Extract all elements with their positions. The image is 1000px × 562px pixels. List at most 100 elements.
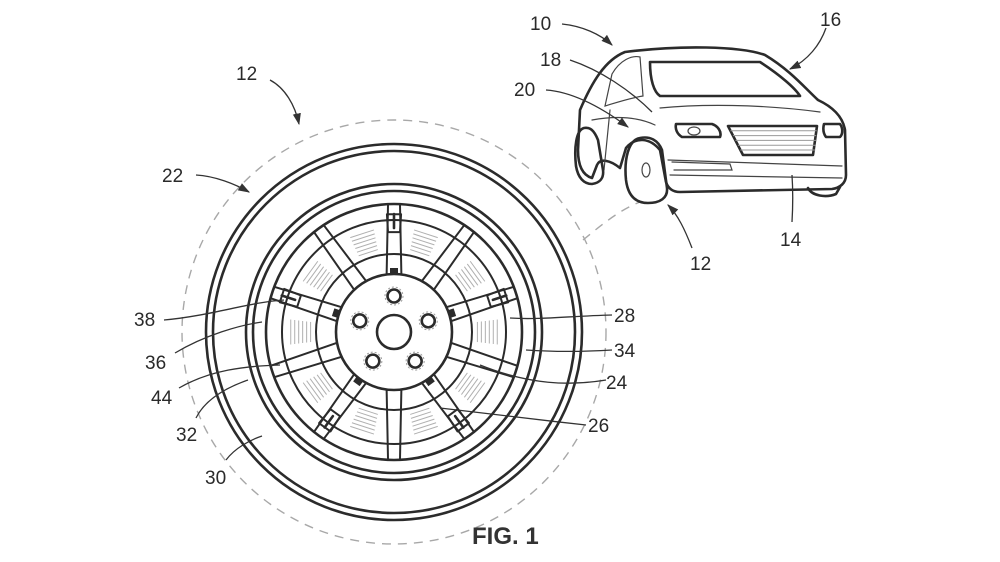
tire-outer-ring-2 [211, 149, 577, 515]
hatch-line [351, 422, 375, 431]
hatch-line [316, 271, 330, 290]
hatch-line [458, 271, 472, 290]
rim-barrel-ring [264, 202, 524, 462]
front-left-wheel [624, 136, 669, 205]
insert-tab [280, 294, 297, 302]
hatch-line [356, 245, 378, 253]
hatch-line [313, 376, 327, 395]
hatch-line [410, 245, 432, 253]
lug-hole [386, 288, 402, 304]
spoke-edge [313, 231, 356, 291]
label-body: 18 [540, 50, 561, 71]
label-lug-hole: 38 [134, 310, 155, 331]
lug-hole-outline [384, 286, 404, 306]
label-insert: 26 [588, 416, 609, 437]
spoke-edge [432, 231, 475, 291]
hatch-line [413, 425, 438, 435]
hatch-line [302, 382, 319, 404]
hatch-line [358, 407, 378, 415]
lug-holes [350, 286, 438, 371]
label-wheel: 24 [606, 373, 628, 394]
insert-tab [323, 414, 335, 429]
label-front-fascia: 14 [780, 230, 802, 251]
hatch-line [356, 411, 378, 419]
center-bore [375, 313, 413, 351]
reference-labels: 12 22 38 36 44 32 30 28 34 24 26 10 18 2… [134, 10, 841, 489]
hatch-line [350, 229, 375, 239]
leader-lines [163, 23, 827, 461]
spoke-edge [445, 355, 515, 379]
hatch-line [302, 260, 319, 282]
insert-tab [453, 414, 465, 429]
spoke-insert [278, 287, 302, 308]
hatch-line [455, 372, 468, 390]
fog-lamp-left [671, 161, 733, 171]
label-hub: 28 [614, 306, 635, 327]
label-rim-barrel: 34 [614, 341, 636, 362]
hatch-line [306, 380, 322, 401]
hood-crease [659, 104, 821, 113]
hatch-line [458, 374, 472, 393]
hatch-line [412, 237, 435, 246]
rear-left-wheel [573, 126, 605, 186]
spoke-insert [486, 287, 510, 308]
lug-hole-outline [405, 351, 425, 371]
label-rim-flange: 32 [176, 425, 197, 446]
label-vehicle: 10 [530, 14, 551, 35]
lug-hole [407, 353, 423, 369]
spoke-edge [273, 355, 343, 379]
label-vehicle-wheel: 12 [690, 254, 711, 275]
hatch-line [355, 241, 377, 250]
hatch-line [355, 414, 377, 423]
spoke-edge [420, 224, 466, 283]
lug-hole [365, 353, 381, 369]
hatch-line [410, 411, 432, 419]
detail-connector [582, 201, 641, 241]
hatch-line [353, 237, 376, 246]
label-tire-sidewall: 30 [205, 468, 226, 489]
figure-caption: FIG. 1 [472, 523, 539, 550]
spoke-edge [449, 341, 519, 367]
windshield [648, 60, 802, 98]
hatch-line [469, 382, 486, 404]
spokes [269, 203, 519, 461]
wheel-detail [181, 119, 641, 545]
label-tire: 22 [162, 166, 183, 187]
grille-slats [730, 130, 817, 151]
window-inner-arc [315, 253, 473, 411]
rim-flange-ring-2 [251, 189, 537, 475]
hatching [290, 229, 498, 435]
bumper-line [667, 159, 843, 167]
spoke-edge [398, 388, 403, 461]
hatch-line [410, 249, 430, 257]
hatch-line [306, 263, 322, 284]
label-roof: 16 [820, 10, 841, 31]
spoke-insert [446, 408, 470, 433]
hatch-line [350, 425, 375, 435]
hatch-line [466, 380, 482, 401]
hatch-line [463, 266, 479, 286]
hatch-line [466, 263, 482, 284]
side-window [604, 55, 644, 107]
hatch-line [469, 260, 486, 282]
hatch-line [413, 229, 438, 239]
tire-outer-ring [204, 142, 584, 522]
left-headlight-lens [687, 126, 701, 136]
insert-tab [491, 294, 508, 302]
hatch-line [461, 269, 475, 288]
spoke-edge [322, 224, 368, 283]
car-body-outline [576, 46, 848, 194]
hatch-line [309, 266, 325, 286]
hatch-line [413, 233, 437, 242]
right-front-wheel [806, 185, 842, 198]
hatch-line [463, 378, 479, 398]
hatch-line [410, 407, 430, 415]
hatch-line [413, 422, 437, 431]
label-wheel-well: 20 [514, 80, 535, 101]
hatch-line [411, 241, 433, 250]
vehicle-drawing [573, 46, 848, 205]
hatch-line [412, 418, 435, 427]
lug-hole [420, 313, 437, 329]
hatch-line [320, 372, 333, 390]
hatch-line [358, 249, 378, 257]
